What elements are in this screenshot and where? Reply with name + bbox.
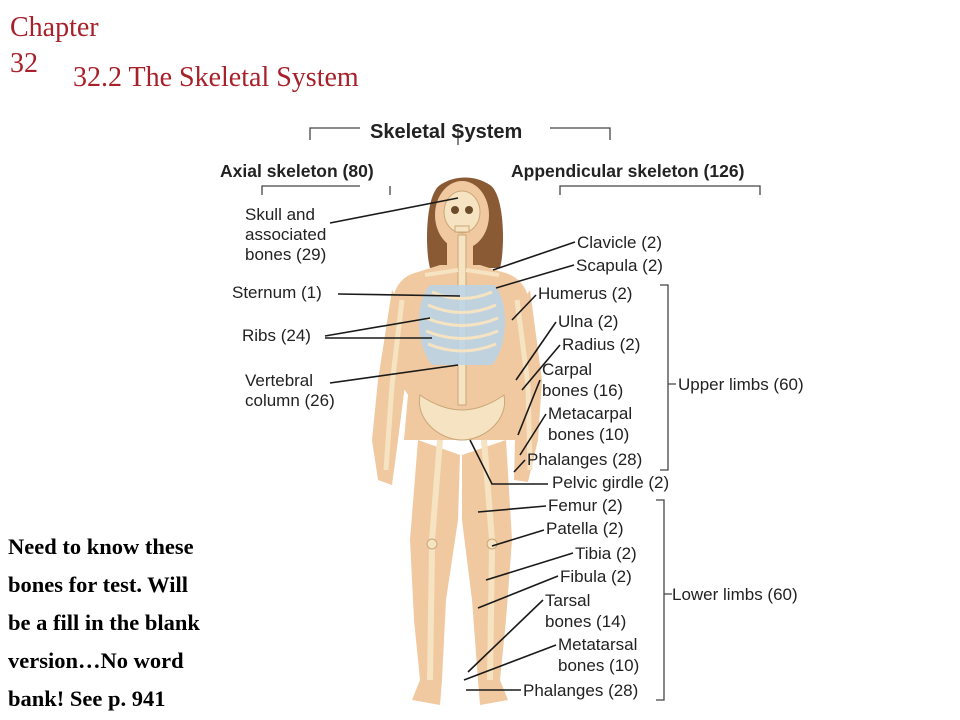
label-sternum: Sternum (1): [232, 283, 322, 302]
skeletal-system-heading: Skeletal System: [370, 121, 522, 143]
label-clavicle: Clavicle (2): [577, 233, 662, 252]
label-tarsal-line1: Tarsal: [545, 591, 590, 610]
skull-eye-right: [465, 206, 473, 214]
appendicular-leader-lines: [463, 241, 576, 691]
study-note: Need to know these bones for test. Will …: [8, 528, 298, 718]
label-metatarsal-line2: bones (10): [558, 656, 639, 675]
appendicular-skeleton-heading: Appendicular skeleton (126): [511, 161, 744, 181]
appendicular-labels: Clavicle (2) Scapula (2) Humerus (2) Uln…: [523, 233, 669, 700]
label-scapula: Scapula (2): [576, 256, 663, 275]
label-femur: Femur (2): [548, 496, 623, 515]
patella-right: [486, 538, 498, 550]
label-fibula: Fibula (2): [560, 567, 632, 586]
chapter-number: Chapter 32: [10, 10, 99, 82]
jaw-bone: [454, 225, 470, 233]
label-carpal-line1: Carpal: [542, 360, 592, 379]
note-line-4: version…No word: [8, 648, 184, 673]
label-vertebral-line1: Vertebral: [245, 371, 313, 390]
label-metacarpal-line2: bones (10): [548, 425, 629, 444]
label-metatarsal-line1: Metatarsal: [558, 635, 637, 654]
label-vertebral-line2: column (26): [245, 391, 335, 410]
note-line-5: bank! See p. 941: [8, 686, 166, 711]
note-line-2: bones for test. Will: [8, 572, 189, 597]
label-lower-limbs: Lower limbs (60): [672, 585, 798, 604]
axial-labels: Skull and associated bones (29) Sternum …: [232, 205, 335, 410]
hierarchy-brackets: [261, 127, 761, 195]
label-tibia: Tibia (2): [575, 544, 637, 563]
label-phalanges-upper: Phalanges (28): [527, 450, 642, 469]
label-phalanges-lower: Phalanges (28): [523, 681, 638, 700]
label-metacarpal-line1: Metacarpal: [548, 404, 632, 423]
label-upper-limbs: Upper limbs (60): [678, 375, 804, 394]
skull-bone: [443, 190, 481, 234]
arm-bones: [383, 299, 533, 471]
limb-group-brackets: [656, 284, 676, 701]
label-skull-line2: associated: [245, 225, 326, 244]
label-pelvic-girdle: Pelvic girdle (2): [552, 473, 669, 492]
left-leg-skin: [410, 440, 460, 705]
axial-leader-lines: [324, 197, 461, 384]
label-patella: Patella (2): [546, 519, 623, 538]
label-tarsal-line2: bones (14): [545, 612, 626, 631]
label-ulna: Ulna (2): [558, 312, 618, 331]
patella-left: [426, 538, 438, 550]
note-line-1: Need to know these: [8, 534, 194, 559]
skull-eye-left: [451, 206, 459, 214]
right-leg-skin: [462, 440, 512, 705]
slide-title: 32.2 The Skeletal System: [73, 62, 359, 93]
label-ribs: Ribs (24): [242, 326, 311, 345]
pelvis-bone: [418, 394, 506, 441]
label-skull-line1: Skull and: [245, 205, 315, 224]
label-carpal-line2: bones (16): [542, 381, 623, 400]
label-humerus: Humerus (2): [538, 284, 632, 303]
chapter-value: 32: [10, 48, 38, 79]
label-skull-line3: bones (29): [245, 245, 326, 264]
chapter-label: Chapter: [10, 12, 99, 43]
axial-skeleton-heading: Axial skeleton (80): [220, 161, 374, 181]
label-radius: Radius (2): [562, 335, 640, 354]
leg-bones: [427, 439, 495, 681]
rib-bones: [425, 290, 499, 353]
clavicle-bones: [424, 268, 500, 277]
note-line-3: be a fill in the blank: [8, 610, 200, 635]
